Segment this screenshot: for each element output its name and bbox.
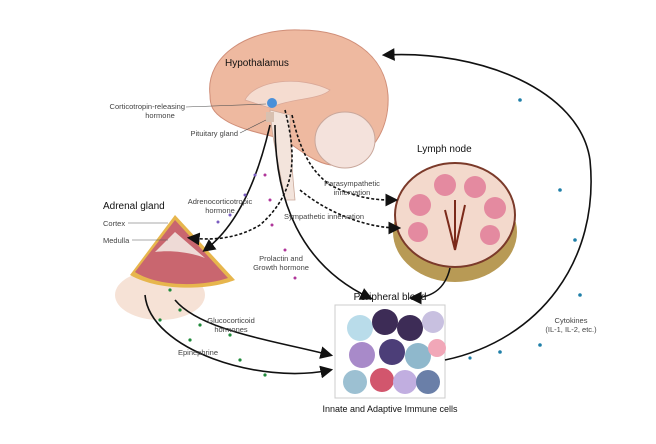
- label-peripheral-blood: Peripheral blood: [354, 292, 427, 303]
- label-crh-1: Corticotropin-releasing: [110, 102, 185, 111]
- label-cytokines-2: (IL-1, IL-2, etc.): [545, 325, 597, 334]
- brain-illustration: [209, 29, 389, 201]
- label-acth-1: Adrenocorticotropic: [188, 197, 253, 206]
- label-glucocorticoid-1: Glucocorticoid: [207, 316, 255, 325]
- cytokine-feedback-arrow: [381, 48, 592, 361]
- label-cytokines-1: Cytokines: [555, 316, 588, 325]
- lymph-to-blood-arrow: [408, 267, 451, 305]
- label-glucocorticoid-2: hormones: [214, 325, 248, 334]
- label-medulla: Medulla: [103, 236, 130, 245]
- label-immune-cells: Innate and Adaptive Immune cells: [322, 404, 458, 414]
- label-lymph-node: Lymph node: [417, 144, 472, 155]
- lymph-node-illustration: [393, 162, 517, 282]
- label-acth-2: hormone: [205, 206, 235, 215]
- sympathetic-arrow: [186, 109, 293, 246]
- label-sympathetic: Sympathetic innervation: [284, 212, 364, 221]
- label-prolactin-2: Growth hormone: [253, 263, 309, 272]
- label-prolactin-1: Prolactin and: [259, 254, 303, 263]
- hormone-dots: [158, 98, 582, 377]
- label-cortex: Cortex: [103, 219, 125, 228]
- label-parasympathetic-1: Parasympathetic: [324, 179, 380, 188]
- acth-arrow: [202, 124, 271, 252]
- epinephrine-arrow: [144, 294, 334, 379]
- immune-cells-illustration: [334, 304, 446, 399]
- prolactin-arrow: [274, 124, 373, 300]
- glucocorticoid-arrow: [174, 299, 334, 359]
- label-parasympathetic-2: innervation: [334, 188, 371, 197]
- adrenal-gland-illustration: [115, 215, 235, 320]
- sympathetic-lymph-arrow: [299, 189, 402, 235]
- label-adrenal-gland: Adrenal gland: [103, 201, 165, 212]
- label-hypothalamus: Hypothalamus: [225, 58, 289, 69]
- pathway-arrows: [144, 48, 592, 379]
- label-epinephrine: Epinephrine: [178, 348, 218, 357]
- label-pituitary: Pituitary gland: [190, 129, 238, 138]
- parasympathetic-arrow: [291, 114, 399, 207]
- label-crh-2: hormone: [145, 111, 175, 120]
- hypothalamus-marker: [267, 98, 277, 108]
- pituitary-gland: [266, 112, 274, 122]
